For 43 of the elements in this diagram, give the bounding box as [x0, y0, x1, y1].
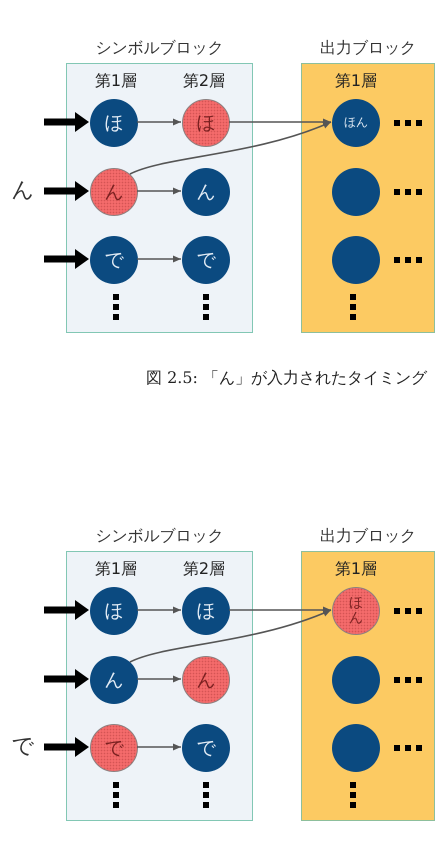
arrow	[137, 744, 181, 750]
node-label: ほ	[104, 112, 124, 134]
arrow	[137, 256, 181, 262]
node-label: ん	[104, 670, 124, 690]
block-heading: シンボルブロック	[96, 37, 224, 59]
block-heading: 出力ブロック	[320, 37, 416, 59]
layer-heading: 第1層	[334, 558, 378, 580]
node-label: ほん	[349, 596, 363, 626]
layer-heading: 第1層	[334, 70, 378, 92]
node-label: ほん	[344, 116, 368, 130]
arrow	[137, 118, 181, 126]
node-label: ん	[196, 670, 216, 690]
node-label: で	[104, 250, 124, 270]
layer-heading: 第1層	[94, 70, 138, 92]
thick-arrow	[44, 112, 89, 132]
thick-arrow	[44, 181, 89, 201]
arrow	[229, 118, 331, 126]
node-label: ほ	[196, 600, 216, 622]
thick-arrow	[44, 737, 89, 757]
layer-heading: 第1層	[94, 558, 138, 580]
curved-arrow	[130, 121, 332, 175]
thick-arrow	[44, 669, 89, 689]
layer-heading: 第2層	[182, 558, 226, 580]
input-char: ん	[12, 180, 34, 202]
node-label: ほ	[196, 112, 216, 134]
layer-heading: 第2層	[182, 70, 226, 92]
node-label: で	[196, 738, 216, 758]
arrow	[137, 606, 181, 614]
arrow	[229, 606, 331, 614]
curved-arrow	[130, 609, 332, 663]
node-label: ほ	[104, 600, 124, 622]
arrow	[137, 188, 181, 194]
figure-caption: 図 2.5: 「ん」が入力されたタイミング	[146, 367, 428, 389]
node-label: で	[196, 250, 216, 270]
arrow	[137, 676, 181, 682]
thick-arrow	[44, 600, 89, 620]
input-char: で	[12, 736, 34, 758]
block-heading: シンボルブロック	[96, 525, 224, 547]
block-heading: 出力ブロック	[320, 525, 416, 547]
node-label: ん	[196, 182, 216, 202]
node-label: ん	[104, 182, 124, 202]
node-label: で	[104, 738, 124, 758]
thick-arrow	[44, 249, 89, 269]
